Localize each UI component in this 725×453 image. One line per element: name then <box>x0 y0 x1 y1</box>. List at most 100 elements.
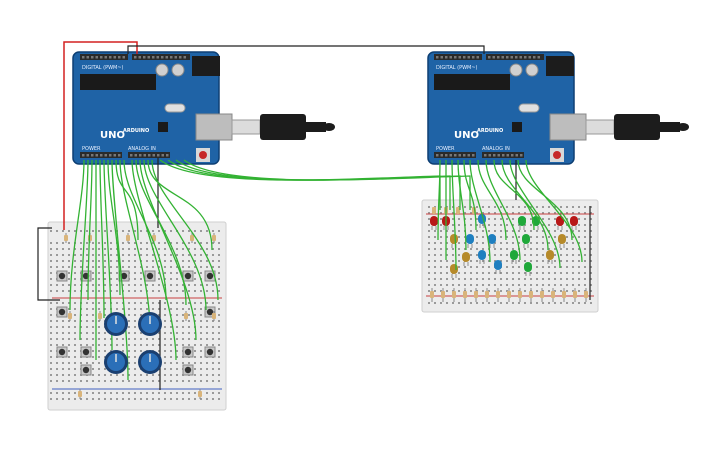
pushbutton[interactable] <box>182 270 194 282</box>
signal-wire[interactable] <box>119 159 151 331</box>
header-pin <box>161 154 164 157</box>
signal-wire[interactable] <box>167 159 451 210</box>
signal-wire[interactable] <box>493 159 535 231</box>
signal-wire[interactable] <box>525 159 583 263</box>
potentiometer[interactable] <box>138 312 162 336</box>
signal-wire[interactable] <box>469 159 491 263</box>
signal-wire[interactable] <box>451 159 457 271</box>
led-dome <box>494 260 502 270</box>
signal-wire[interactable] <box>111 159 129 381</box>
signal-wire[interactable] <box>457 159 467 251</box>
pushbutton-cap[interactable] <box>206 272 214 280</box>
header-pin <box>467 56 470 59</box>
potentiometer[interactable] <box>104 312 128 336</box>
header-pin <box>467 154 470 157</box>
header-pin <box>147 56 150 59</box>
signal-wire[interactable] <box>159 159 441 210</box>
pushbutton-cap[interactable] <box>206 348 214 356</box>
header-pin <box>143 154 146 157</box>
potentiometer[interactable] <box>138 350 162 374</box>
pushbutton[interactable] <box>204 346 216 358</box>
led-dome <box>510 250 518 260</box>
signal-wire[interactable] <box>151 159 219 301</box>
header-pin <box>174 56 177 59</box>
signal-wire[interactable] <box>69 159 85 311</box>
header-pin <box>506 154 509 157</box>
signal-wire[interactable] <box>183 159 471 210</box>
resistor-body <box>68 313 72 319</box>
pushbutton-cap[interactable] <box>206 308 214 316</box>
signal-wire[interactable] <box>79 159 89 341</box>
pushbutton-cap[interactable] <box>82 348 90 356</box>
pushbutton-cap[interactable] <box>184 348 192 356</box>
header-pin <box>113 56 116 59</box>
signal-wire[interactable] <box>485 159 521 261</box>
led <box>466 234 474 248</box>
pushbutton-cap[interactable] <box>120 272 128 280</box>
signal-wire[interactable] <box>147 159 213 251</box>
pushbutton-cap[interactable] <box>58 308 66 316</box>
signal-wire[interactable] <box>139 159 197 341</box>
resistor <box>507 288 511 302</box>
arduino-left[interactable]: DIGITAL (PWM~) POWER ANALOG IN UNO ARDUI… <box>72 51 233 165</box>
pushbutton[interactable] <box>80 364 92 376</box>
pushbutton[interactable] <box>144 270 156 282</box>
resistor <box>496 288 500 302</box>
pushbutton[interactable] <box>56 346 68 358</box>
pushbutton-cap[interactable] <box>58 348 66 356</box>
resistor <box>126 233 130 243</box>
resistor-body <box>463 291 467 298</box>
pushbutton-cap[interactable] <box>82 366 90 374</box>
signal-wire[interactable] <box>501 159 549 251</box>
signal-wire[interactable] <box>87 159 93 301</box>
resistor <box>529 288 533 302</box>
ground-wire-left[interactable] <box>37 227 60 301</box>
wires <box>37 41 591 390</box>
header-pin <box>488 56 491 59</box>
header-pin <box>458 154 461 157</box>
signal-wire[interactable] <box>463 159 477 231</box>
header-pin <box>91 56 94 59</box>
header-pins <box>82 56 540 157</box>
ground-wire-boards[interactable] <box>127 45 485 54</box>
signal-wire[interactable] <box>131 159 177 361</box>
led <box>522 234 530 248</box>
pushbutton-cap[interactable] <box>146 272 154 280</box>
header-pin <box>118 56 121 59</box>
pushbutton-cap[interactable] <box>184 272 192 280</box>
signal-wire[interactable] <box>175 159 461 210</box>
resistor <box>485 288 489 302</box>
pushbutton[interactable] <box>182 346 194 358</box>
pushbutton[interactable] <box>182 364 194 376</box>
pushbutton[interactable] <box>56 306 68 318</box>
pushbutton-cap[interactable] <box>184 366 192 374</box>
signal-wire[interactable] <box>509 159 561 269</box>
header-pin <box>472 56 475 59</box>
board-brand-label: ARDUINO <box>477 128 503 134</box>
arduino-right[interactable]: DIGITAL (PWM~) POWER ANALOG IN UNO ARDUI… <box>427 51 587 165</box>
potentiometer[interactable] <box>104 350 128 374</box>
signal-wire[interactable] <box>107 159 121 296</box>
resistor-body <box>474 291 478 298</box>
pushbutton-cap[interactable] <box>58 272 66 280</box>
signal-wire[interactable] <box>99 159 105 319</box>
signal-wire[interactable] <box>437 159 441 241</box>
header-pin <box>492 56 495 59</box>
header-pin <box>533 56 536 59</box>
pushbutton[interactable] <box>56 270 68 282</box>
resistor <box>190 233 194 243</box>
signal-wire[interactable] <box>143 159 207 311</box>
header-pin <box>472 154 475 157</box>
signal-wire[interactable] <box>477 159 507 241</box>
led-dome <box>430 216 438 226</box>
header-pin <box>170 56 173 59</box>
header-pin <box>148 154 151 157</box>
signal-wire[interactable] <box>115 159 139 241</box>
header-pin <box>165 56 168 59</box>
pushbutton[interactable] <box>204 306 216 318</box>
power-wire[interactable] <box>63 41 138 230</box>
resistor-body <box>78 391 82 397</box>
header-pin <box>454 154 457 157</box>
pushbutton[interactable] <box>80 346 92 358</box>
